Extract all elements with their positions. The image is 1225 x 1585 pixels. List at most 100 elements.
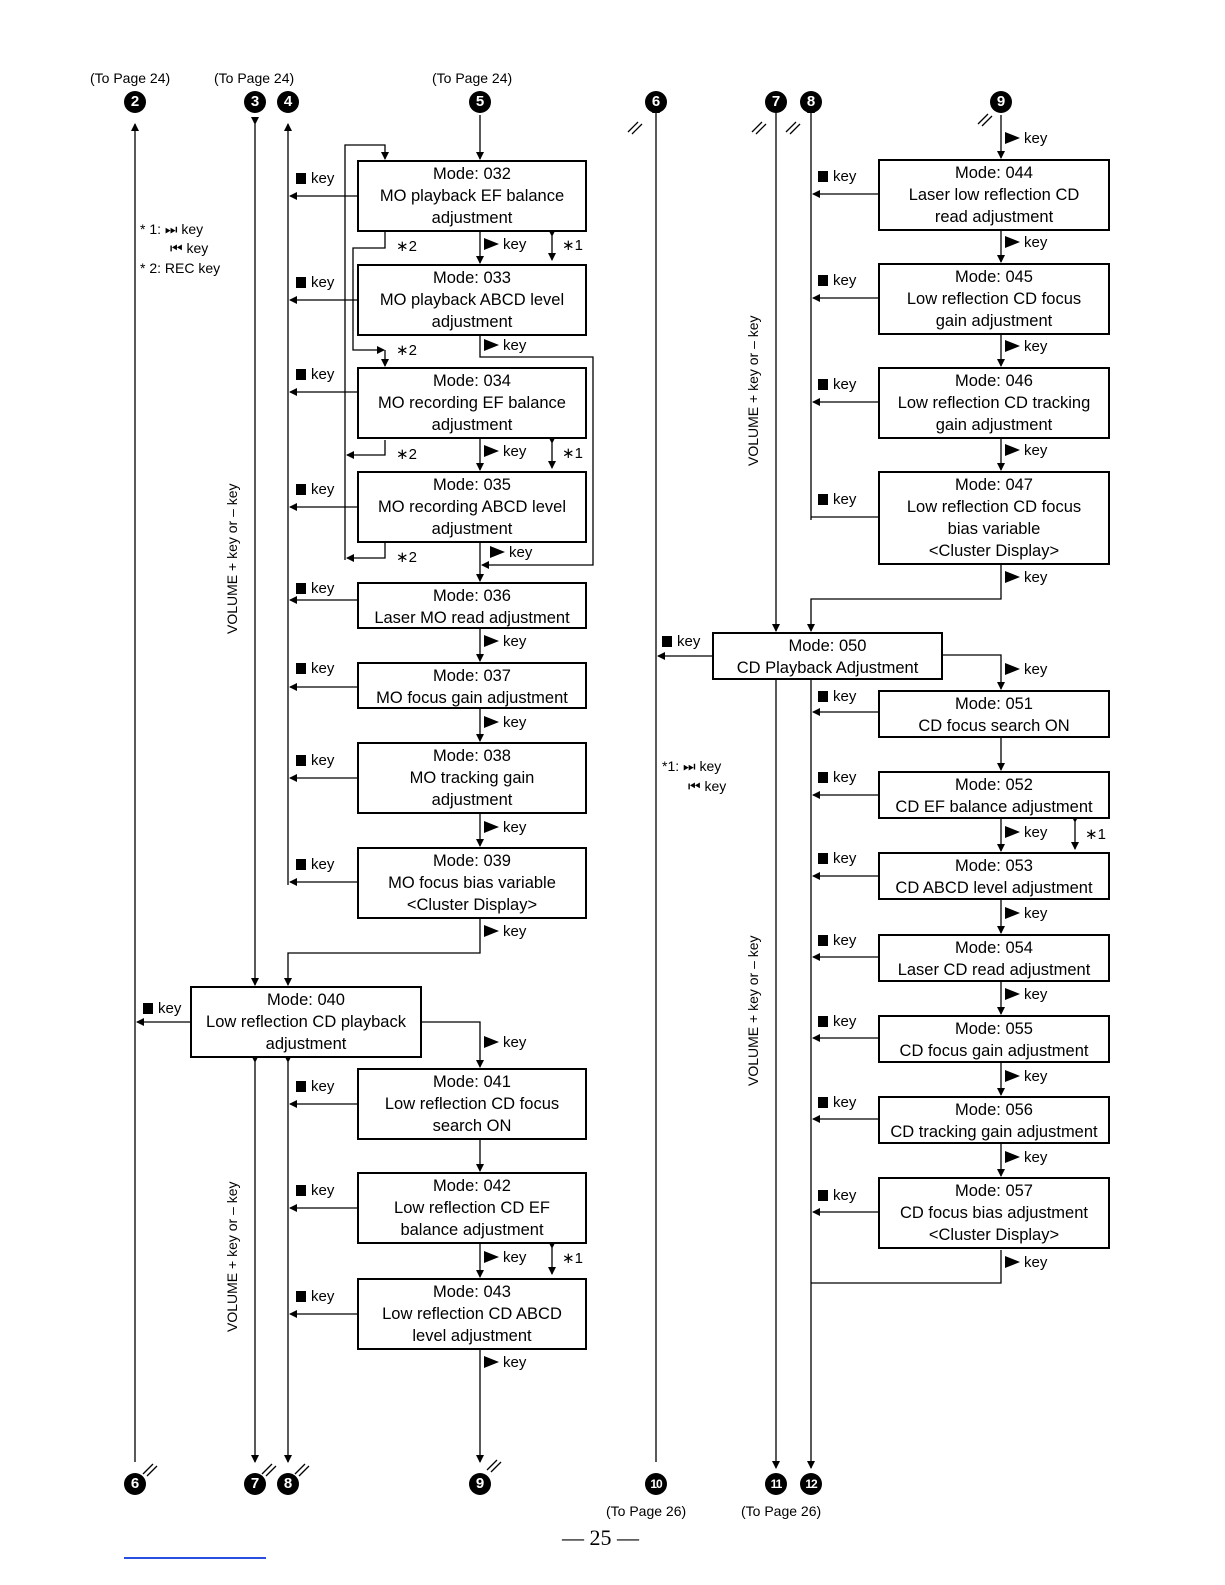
star1-marker: ∗1 [1085,826,1106,843]
play-icon [484,1036,499,1048]
play-key-label: key [484,819,526,837]
connector-12: 12 [800,1473,822,1495]
play-key-label: key [1005,905,1047,923]
play-icon [1005,988,1020,1000]
stop-key-label: key [818,168,856,186]
connector-3: 3 [244,91,266,113]
play-key-label: key [484,633,526,651]
play-icon [484,445,499,457]
stop-key-label: key [143,1000,181,1018]
volume-label-lower-right: VOLUME + key or – key [745,935,761,1086]
page-ref-3-4[interactable]: (To Page 24) [214,70,295,86]
play-key-label: key [484,236,526,254]
stop-icon [296,755,306,766]
page-ref-2[interactable]: (To Page 24) [90,70,171,86]
page-number: — 25 — [562,1525,639,1550]
play-icon [490,546,505,558]
volume-label-upper-left: VOLUME + key or – key [224,483,240,634]
stop-key-label: key [818,850,856,868]
play-icon [484,716,499,728]
stop-icon [818,1016,828,1027]
connector-7: 7 [765,91,787,113]
play-icon [484,238,499,250]
stop-key-label: key [296,274,334,292]
legend-star2: * 2: REC key [140,260,221,276]
stop-icon [296,859,306,870]
stop-icon [818,494,828,505]
play-icon [484,1356,499,1368]
stop-icon [818,171,828,182]
play-key-label: key [1005,661,1047,679]
play-key-label: key [484,337,526,355]
stop-icon [296,369,306,380]
play-key-label: key [1005,130,1047,148]
play-icon [1005,132,1020,144]
connector-6: 6 [645,91,667,113]
stop-key-label: key [818,491,856,509]
connector-4: 4 [277,91,299,113]
play-key-label: key [1005,234,1047,252]
stop-icon [818,275,828,286]
play-key-label: key [484,714,526,732]
play-icon [1005,1070,1020,1082]
stop-icon [296,173,306,184]
play-key-label: key [484,1034,526,1052]
stop-key-label: key [818,1013,856,1031]
play-key-label: key [1005,1068,1047,1086]
stop-key-label: key [818,376,856,394]
stop-icon [818,772,828,783]
stop-key-label: key [296,856,334,874]
stop-key-label: key [662,633,700,651]
play-key-label: key [1005,569,1047,587]
stop-key-label: key [818,272,856,290]
page-ref-5[interactable]: (To Page 24) [432,70,513,86]
legend-star1: * 1: ⏭ key [140,221,204,237]
star1-marker: ∗1 [562,1250,583,1267]
stop-key-label: key [296,1182,334,1200]
stop-key-label: key [296,752,334,770]
play-key-label: key [484,1249,526,1267]
stop-key-label: key [818,769,856,787]
stop-key-label: key [296,481,334,499]
star2-marker: ∗2 [396,549,417,566]
stop-icon [296,1291,306,1302]
play-key-label: key [1005,442,1047,460]
stop-icon [818,379,828,390]
play-key-label: key [490,544,532,562]
stop-key-label: key [818,932,856,950]
stop-key-label: key [296,580,334,598]
star1-marker: ∗1 [562,445,583,462]
connector-11: 11 [765,1473,787,1495]
volume-label-lower-left: VOLUME + key or – key [224,1181,240,1332]
play-key-label: key [484,923,526,941]
stop-icon [296,663,306,674]
page-ref-10[interactable]: (To Page 26) [606,1503,687,1519]
play-key-label: key [1005,1254,1047,1272]
hyperlink-underline[interactable] [124,1557,266,1559]
star2-marker: ∗2 [396,238,417,255]
play-key-label: key [1005,338,1047,356]
stop-icon [818,1097,828,1108]
play-key-label: key [1005,1149,1047,1167]
stop-icon [818,935,828,946]
stop-key-label: key [818,688,856,706]
page-ref-11-12[interactable]: (To Page 26) [741,1503,822,1519]
stop-icon [296,277,306,288]
play-key-label: key [1005,824,1047,842]
stop-key-label: key [296,366,334,384]
connector-8: 8 [800,91,822,113]
stop-icon [143,1003,153,1014]
play-icon [484,821,499,833]
star2-marker: ∗2 [396,446,417,463]
connector-8-bottom: 8 [277,1473,299,1495]
play-icon [484,635,499,647]
